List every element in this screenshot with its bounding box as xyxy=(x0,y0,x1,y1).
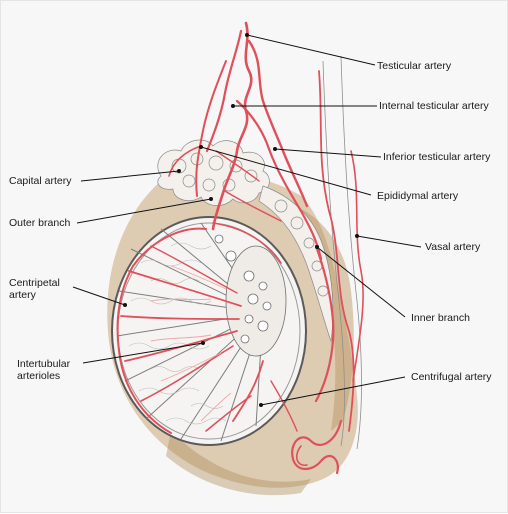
epididymis-head xyxy=(157,139,270,206)
label-internal-testicular-artery: Internal testicular artery xyxy=(379,100,489,112)
leader-outer-branch xyxy=(76,198,212,224)
leader-lines xyxy=(72,34,422,406)
arterioles xyxy=(150,265,232,422)
leader-vasal-artery xyxy=(356,235,422,248)
leader-dots xyxy=(123,33,359,407)
leader-intertubular-arterioles xyxy=(82,342,204,364)
leader-inner-branch xyxy=(316,246,406,318)
leader-centrifugal-artery xyxy=(260,376,406,406)
label-centrifugal-artery: Centrifugal artery xyxy=(411,371,492,383)
label-outer-branch: Outer branch xyxy=(9,217,71,229)
label-vasal-artery: Vasal artery xyxy=(425,241,481,253)
label-testicular-artery: Testicular artery xyxy=(377,60,452,72)
leader-capital-artery xyxy=(80,170,180,182)
label-centripetal-artery: Centripetal artery xyxy=(9,277,60,301)
arteries xyxy=(116,21,364,475)
label-capital-artery: Capital artery xyxy=(9,175,72,187)
label-intertubular-arterioles: Intertubular arterioles xyxy=(17,358,71,382)
spermatic-cord xyxy=(322,55,362,450)
leader-inferior-testicular-artery xyxy=(274,148,382,158)
leader-centripetal-artery xyxy=(72,286,126,306)
label-inferior-testicular-artery: Inferior testicular artery xyxy=(383,151,491,163)
testis-body xyxy=(111,216,307,446)
leader-testicular-artery xyxy=(246,34,376,66)
leader-epididymal-artery xyxy=(200,146,372,196)
epididymis-body xyxy=(258,185,334,343)
label-inner-branch: Inner branch xyxy=(411,312,470,324)
label-epididymal-artery: Epididymal artery xyxy=(377,190,459,202)
